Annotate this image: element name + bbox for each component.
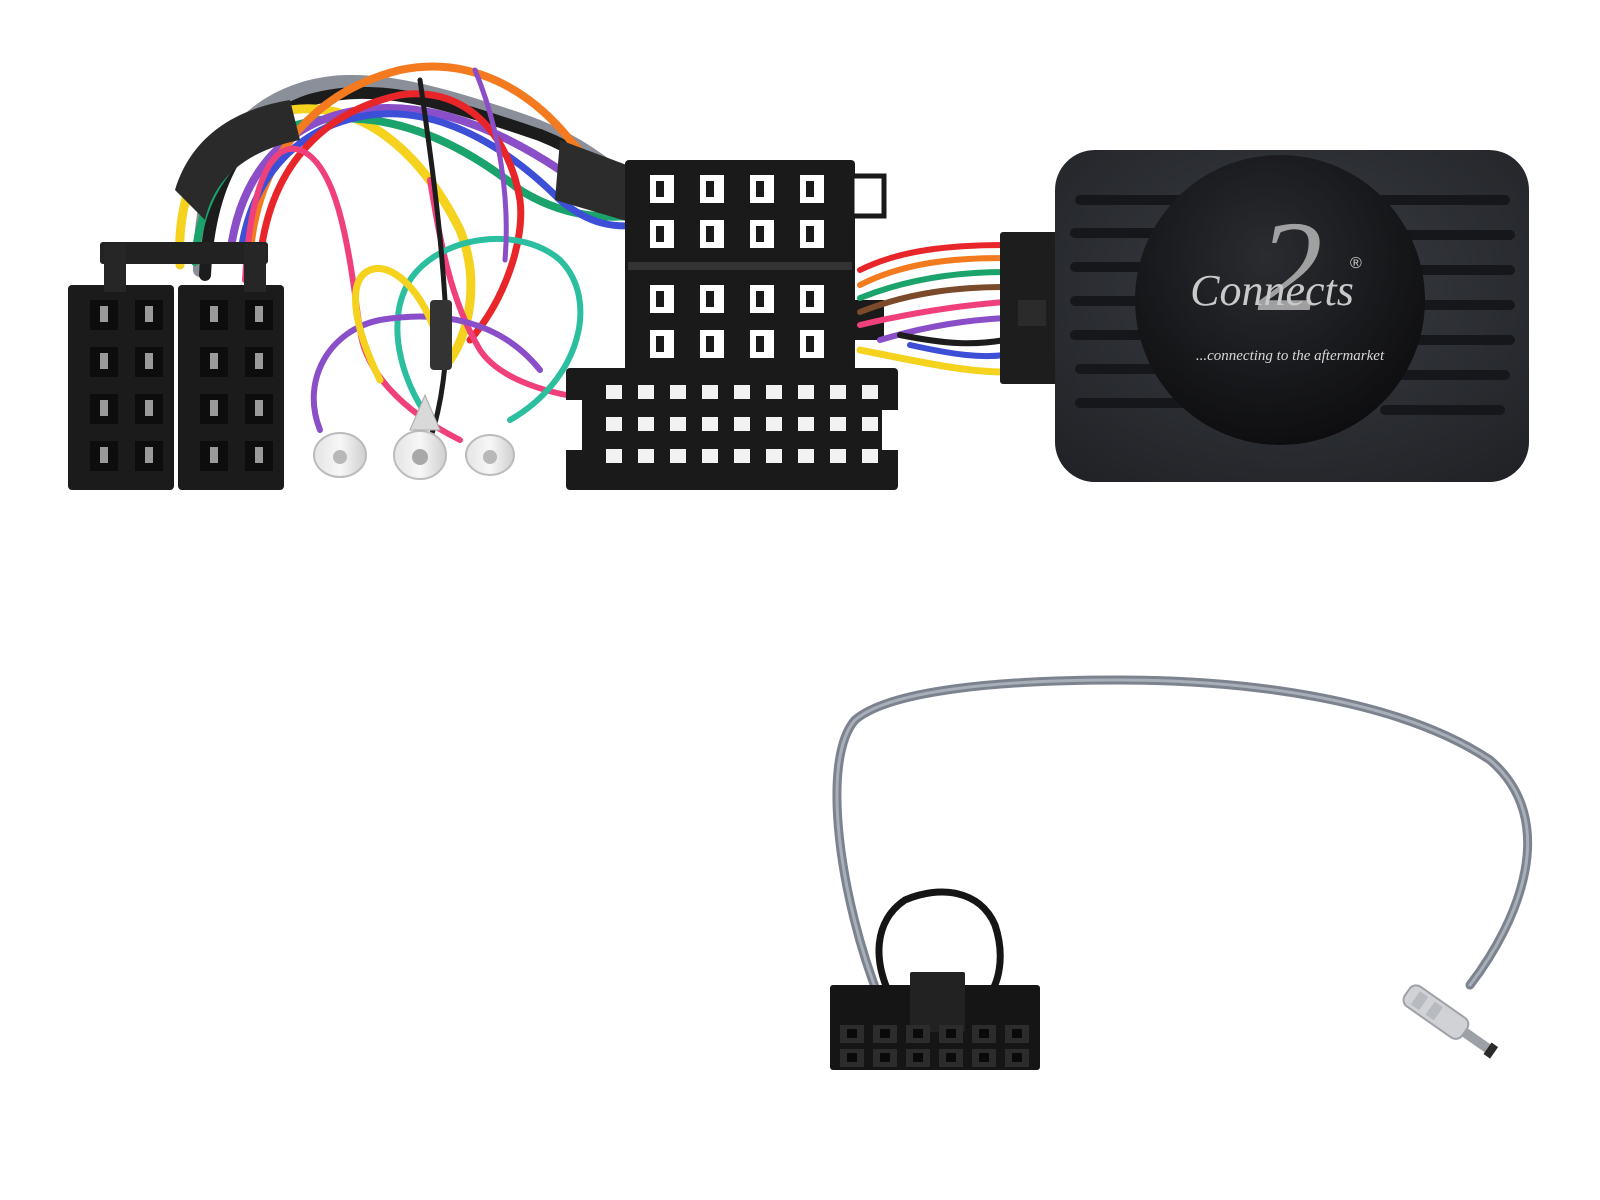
iso-pin-contact	[210, 306, 218, 322]
lower-pin-cavity	[766, 417, 782, 431]
lower-pin-cavity	[830, 417, 846, 431]
quadlock-connector-pins	[650, 175, 824, 358]
lower-pin-cavity	[606, 449, 622, 463]
brand-mark: 2	[1258, 195, 1323, 339]
quadlock-pin-contact	[656, 181, 664, 197]
plug-pin-hole	[946, 1029, 956, 1038]
brand-name: Connects	[1190, 266, 1354, 315]
lower-pin-cavity	[766, 449, 782, 463]
lower-pin-cavity	[734, 417, 750, 431]
lower-pin-cavity	[670, 417, 686, 431]
plug-pin-hole	[847, 1053, 857, 1062]
lower-pin-cavity	[798, 417, 814, 431]
lower-pin-cavity	[766, 385, 782, 399]
quadlock-pin-contact	[656, 336, 664, 352]
logo-disc	[1135, 155, 1425, 445]
iso-pin-contact	[145, 306, 153, 322]
lower-pin-cavity	[862, 449, 878, 463]
lower-pin-cavity	[798, 449, 814, 463]
iso-pin-contact	[145, 400, 153, 416]
lower-pin-cavity	[798, 385, 814, 399]
iso-pin-contact	[145, 353, 153, 369]
brand-tagline: ...connecting to the aftermarket	[1196, 348, 1385, 364]
iso-pin-contact	[255, 447, 263, 463]
quadlock-pin-contact	[706, 226, 714, 242]
quadlock-pin-contact	[756, 291, 764, 307]
lower-pin-cavity	[670, 385, 686, 399]
lower-pin-cavity	[862, 385, 878, 399]
lower-pin-cavity	[606, 417, 622, 431]
lower-pin-cavity	[862, 417, 878, 431]
quadlock-pin-contact	[706, 291, 714, 307]
plug-pin-hole	[880, 1053, 890, 1062]
iso-pin-contact	[210, 353, 218, 369]
quadlock-pin-contact	[806, 336, 814, 352]
lower-pin-cavity	[830, 449, 846, 463]
lower-pin-cavity	[638, 449, 654, 463]
lower-pin-cavity	[734, 385, 750, 399]
lower-pin-cavity	[670, 449, 686, 463]
quadlock-pin-contact	[706, 336, 714, 352]
lower-pin-cavity	[638, 385, 654, 399]
lower-connector-pins	[606, 385, 878, 463]
registered-mark: ®	[1350, 255, 1362, 272]
iso-pin-contact	[100, 306, 108, 322]
iso-connector-pins	[90, 300, 273, 471]
iso-pin-contact	[100, 400, 108, 416]
plug-pin-hole	[913, 1029, 923, 1038]
quadlock-pin-contact	[656, 291, 664, 307]
quadlock-pin-contact	[806, 226, 814, 242]
plug-pin-hole	[979, 1029, 989, 1038]
quadlock-pin-contact	[806, 181, 814, 197]
plug-pin-hole	[1012, 1053, 1022, 1062]
quadlock-pin-contact	[706, 181, 714, 197]
lower-pin-cavity	[830, 385, 846, 399]
plug-pin-hole	[946, 1053, 956, 1062]
quadlock-connector	[566, 160, 898, 490]
patch-lead	[830, 675, 1533, 1070]
plug-pin-hole	[913, 1053, 923, 1062]
plug-pin-hole	[847, 1029, 857, 1038]
quadlock-pin-contact	[756, 226, 764, 242]
plug-pin-hole	[1012, 1029, 1022, 1038]
lower-pin-cavity	[702, 385, 718, 399]
interface-box: 2 Connects ® ...connecting to the afterm…	[1000, 150, 1529, 482]
lower-pin-cavity	[606, 385, 622, 399]
lower-pin-cavity	[702, 417, 718, 431]
iso-pin-contact	[255, 353, 263, 369]
lower-pin-cavity	[638, 417, 654, 431]
iso-pin-contact	[210, 447, 218, 463]
lower-pin-cavity	[702, 449, 718, 463]
plug-pin-hole	[880, 1029, 890, 1038]
harness-tape	[175, 100, 640, 370]
plug-pin-hole	[979, 1053, 989, 1062]
jack-plug	[1402, 984, 1499, 1059]
iso-pin-contact	[255, 400, 263, 416]
quadlock-pin-contact	[756, 336, 764, 352]
bullet-terminals	[313, 393, 515, 480]
quadlock-pin-contact	[806, 291, 814, 307]
iso-pin-contact	[145, 447, 153, 463]
lower-pin-cavity	[734, 449, 750, 463]
iso-pin-contact	[100, 447, 108, 463]
quadlock-pin-contact	[756, 181, 764, 197]
multi-pin-plug	[830, 972, 1040, 1070]
quadlock-pin-contact	[656, 226, 664, 242]
iso-connector	[68, 242, 284, 490]
iso-pin-contact	[100, 353, 108, 369]
iso-pin-contact	[255, 306, 263, 322]
box-wires	[856, 242, 1009, 376]
iso-pin-contact	[210, 400, 218, 416]
